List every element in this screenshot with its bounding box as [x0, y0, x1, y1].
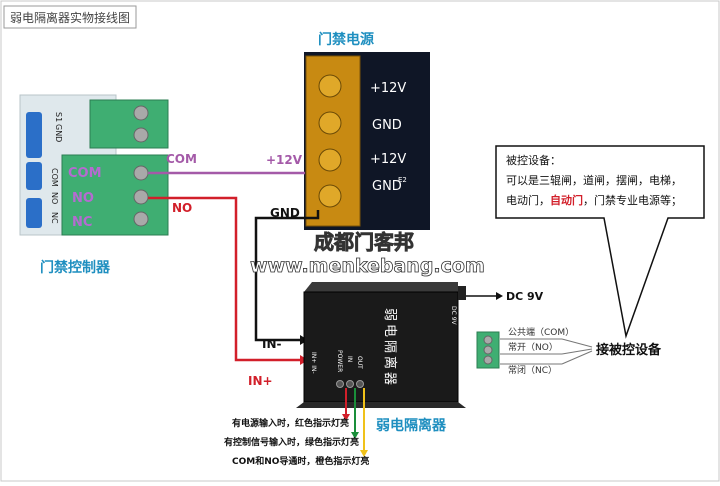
isolator-top-edge [304, 282, 458, 292]
output-label-no: 常开（NO） [508, 341, 558, 353]
output-label-com: 公共端（COM） [508, 326, 574, 338]
screw-nc [133, 211, 149, 227]
led-note-yellow: COM和NO导通时，橙色指示灯亮 [232, 455, 369, 467]
power-supply: +12V GND +12V GND E2 [304, 52, 430, 230]
leader-join-1 [561, 338, 593, 348]
power-terminal-plus12v-1: +12V [370, 81, 406, 96]
terminal-nc: NC [72, 215, 92, 230]
diagram-title: 弱电隔离器实物接线图 [10, 10, 130, 25]
terminal-no: NO [72, 191, 94, 206]
led-note-green: 有控制信号输入时，绿色指示灯亮 [224, 436, 359, 448]
title-box [3, 5, 137, 29]
arrow-dc [496, 292, 503, 300]
led-power [336, 380, 344, 388]
pcb-label-no: NO [50, 192, 59, 204]
power-screw-1 [318, 74, 342, 98]
power-terminal-gnd-1: GND [372, 118, 402, 133]
callout-line-2-post: ，门禁专业电源等； [583, 193, 682, 207]
screw-1 [133, 105, 149, 121]
leader-join-3 [561, 350, 593, 365]
led-arrowhead-yellow [360, 450, 368, 457]
power-label: 门禁电源 [318, 31, 374, 48]
isolator-body [303, 291, 459, 403]
isolator-label-in: IN+ IN- [310, 352, 317, 374]
pcb-label-nc: NC [50, 212, 59, 224]
dc-jack [458, 286, 466, 300]
out-screw-3 [483, 355, 493, 365]
pcb-label-com: COM [50, 168, 59, 187]
callout-bubble: 被控设备： 可以是三辊闸，道闸，摆闸，电梯， 电动门，自动门，门禁专业电源等； [495, 145, 705, 339]
isolator-face-text: 弱电隔离器 [382, 308, 398, 388]
controller-board: S1 GND COM NO NC COM NO NC [19, 94, 169, 236]
callout-line-1: 可以是三辊闸，道闸，摆闸，电梯， [506, 173, 682, 187]
terminal-block-lower [61, 154, 169, 236]
callout-line-2: 电动门，自动门，门禁专业电源等； [506, 193, 682, 207]
relay-blue-2 [26, 162, 42, 190]
led-out [356, 380, 364, 388]
wire-label-plus12v: +12V [266, 153, 303, 167]
relay-blue-3 [26, 198, 42, 228]
wire-label-in-plus: IN+ [248, 374, 273, 388]
led-arrowhead-red [342, 414, 350, 421]
power-screw-3 [318, 148, 342, 172]
screw-2 [133, 127, 149, 143]
pcb-label-gnd: GND [54, 124, 63, 142]
callout-line-2-pre: 电动门， [506, 193, 550, 207]
led-arrows [345, 388, 365, 452]
power-terminal-gnd-2: GND [372, 179, 402, 194]
leader-join-2 [561, 348, 593, 355]
power-screw-2 [318, 111, 342, 135]
wire-label-dc: DC 9V [506, 290, 544, 303]
relay-blue-1 [26, 112, 42, 158]
output-label-nc: 常闭（NC） [508, 364, 557, 376]
output-leader-lines [500, 338, 593, 365]
wire-gnd-black [254, 210, 320, 342]
pcb-label-s1: S1 [54, 112, 63, 122]
out-screw-1 [483, 335, 493, 345]
wire-label-in-minus: IN- [262, 337, 282, 351]
isolator-label-power: POWER [336, 350, 343, 372]
isolator-module: 弱电隔离器 IN+ IN- POWER IN OUT DC 9V NC NO C… [296, 282, 500, 408]
isolator-label: 弱电隔离器 [376, 417, 447, 434]
power-board-mark: E2 [398, 176, 407, 184]
led-in [346, 380, 354, 388]
wire-label-no: NO [172, 201, 192, 215]
screw-com [133, 165, 149, 181]
terminal-block-upper [89, 99, 169, 149]
wire-label-com: COM [166, 152, 197, 166]
screw-no [133, 189, 149, 205]
isolator-label-in-led: IN [346, 356, 353, 362]
terminal-com: COM [68, 166, 102, 181]
isolator-label-out: OUT [356, 356, 363, 369]
wire-label-gnd: GND [270, 206, 300, 220]
out-screw-2 [483, 345, 493, 355]
watermark-cn: 成都门客邦 [314, 230, 414, 254]
wires [148, 171, 496, 362]
isolator-mount-flange [296, 402, 466, 408]
led-note-red: 有电源输入时，红色指示灯亮 [232, 417, 349, 429]
led-arrowhead-green [351, 432, 359, 439]
callout-outline [495, 145, 705, 339]
callout-heading: 被控设备： [506, 153, 561, 167]
isolator-label-dc: DC 9V [450, 306, 457, 326]
title-tab: 弱电隔离器实物接线图 [3, 5, 137, 29]
watermark: 成都门客邦 www.menkebang.com [250, 230, 486, 278]
controller-label: 门禁控制器 [40, 259, 111, 276]
wire-no-red [148, 196, 300, 362]
power-screw-4 [318, 184, 342, 208]
power-terminal-plus12v-2: +12V [370, 152, 406, 167]
callout-line-2-highlight: 自动门 [550, 193, 583, 207]
isolator-label-outputs: NC NO COM [460, 340, 467, 376]
watermark-url: www.menkebang.com [250, 255, 485, 277]
output-target-label: 接被控设备 [596, 342, 662, 358]
